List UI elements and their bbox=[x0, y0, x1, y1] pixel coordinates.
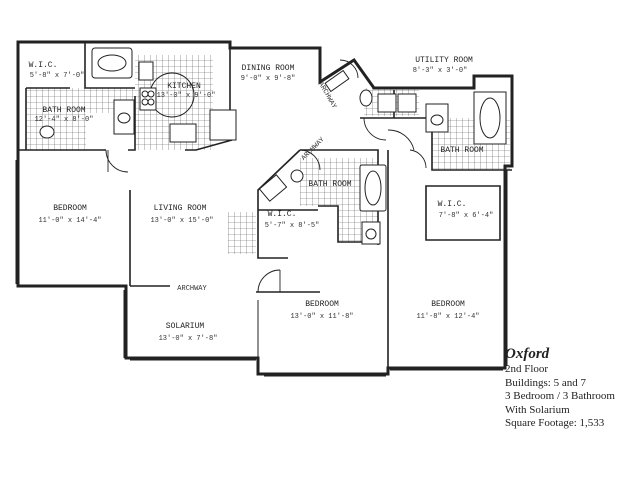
room-living-name: LIVING ROOM bbox=[154, 204, 207, 213]
room-kitchen-name: KITCHEN bbox=[167, 82, 201, 91]
room-bedroom-right-name: BEDROOM bbox=[431, 300, 465, 309]
room-bath-master-dims: 12'-4" x 8'-0" bbox=[35, 116, 94, 124]
archway-label-living: ARCHWAY bbox=[177, 285, 207, 293]
interior-walls bbox=[18, 42, 512, 368]
room-wic-master-dims: 5'-8" x 7'-0" bbox=[30, 72, 85, 80]
room-bedroom-center-dims: 13'-0" x 11'-8" bbox=[290, 313, 353, 321]
room-bedroom-left-name: BEDROOM bbox=[53, 204, 87, 213]
room-wic-right-name: W.I.C. bbox=[438, 200, 467, 209]
room-dining-dims: 9'-0" x 9'-8" bbox=[241, 75, 296, 83]
room-solarium-name: SOLARIUM bbox=[166, 322, 205, 331]
solarium-windows bbox=[15, 160, 508, 377]
room-solarium-dims: 13'-0" x 7'-8" bbox=[159, 335, 218, 343]
room-wic-right-dims: 7'-8" x 6'-4" bbox=[439, 212, 494, 220]
plan-info: Oxford 2nd Floor Buildings: 5 and 7 3 Be… bbox=[505, 345, 615, 431]
room-wic-center-dims: 5'-7" x 8'-5" bbox=[265, 222, 320, 230]
room-living-dims: 13'-0" x 15'-0" bbox=[150, 217, 213, 225]
room-bath-center-name: BATH ROOM bbox=[308, 180, 351, 189]
plan-title: Oxford bbox=[505, 346, 550, 362]
room-bedroom-center-name: BEDROOM bbox=[305, 300, 339, 309]
room-bath-right-name: BATH ROOM bbox=[440, 146, 483, 155]
outer-walls bbox=[16, 40, 514, 376]
plan-feature: With Solarium bbox=[505, 403, 570, 416]
fixtures bbox=[39, 47, 507, 245]
room-kitchen-dims: 13'-0" x 9'-0" bbox=[157, 92, 216, 100]
room-utility-name: UTILITY ROOM bbox=[415, 56, 473, 65]
plan-layout: 3 Bedroom / 3 Bathroom bbox=[505, 390, 615, 402]
room-dining-name: DINING ROOM bbox=[242, 64, 295, 73]
door-swings bbox=[105, 59, 427, 293]
room-bath-master-name: BATH ROOM bbox=[42, 106, 85, 115]
plan-floor: 2nd Floor bbox=[505, 363, 549, 375]
plan-buildings: Buildings: 5 and 7 bbox=[505, 376, 586, 389]
plan-square-footage: Square Footage: 1,533 bbox=[505, 417, 605, 429]
room-bedroom-right-dims: 11'-8" x 12'-4" bbox=[416, 313, 479, 321]
room-bedroom-left-dims: 11'-0" x 14'-4" bbox=[38, 217, 101, 225]
room-utility-dims: 8'-3" x 3'-0" bbox=[413, 67, 468, 75]
room-wic-center-name: W.I.C. bbox=[268, 210, 297, 219]
room-wic-master-name: W.I.C. bbox=[29, 61, 58, 70]
